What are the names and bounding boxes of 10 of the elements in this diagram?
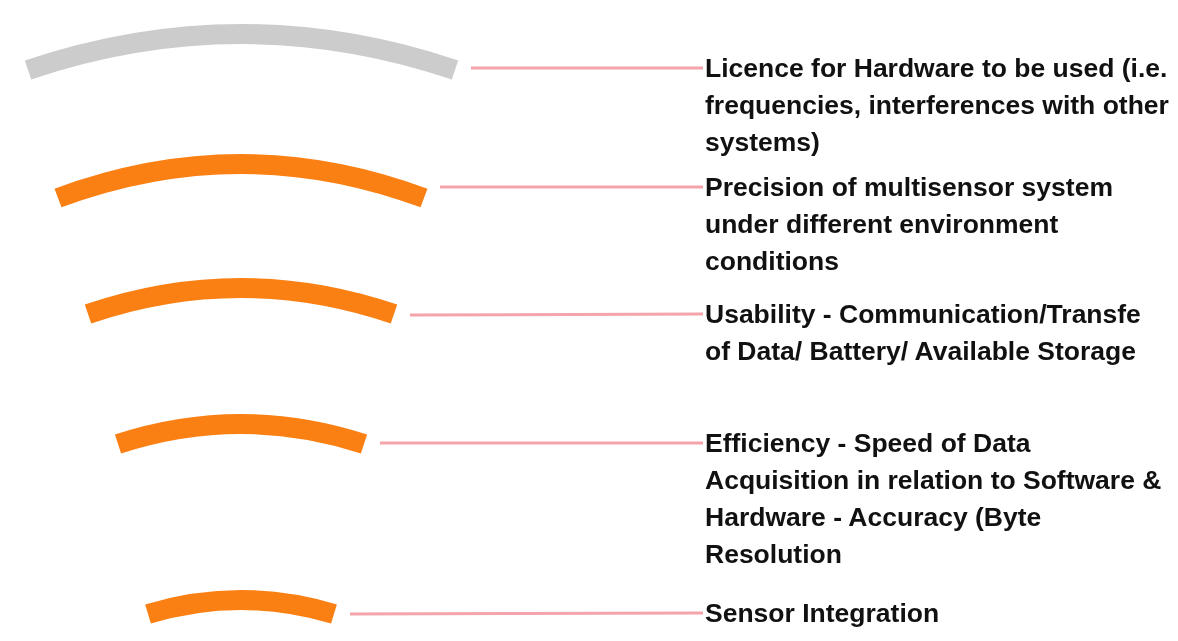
connector-line bbox=[380, 441, 703, 445]
description-text: Licence for Hardware to be used (i.e. frequencies, interferences with other systems) bbox=[705, 50, 1170, 161]
connector-line bbox=[440, 185, 703, 189]
description-text: Sensor Integration bbox=[705, 595, 1170, 632]
connector-line bbox=[350, 611, 703, 616]
description-text: Usability - Communication/Transfe of Data/ Battery/ Available Storage bbox=[705, 296, 1170, 370]
description-text: Precision of multisensor system under different environment conditions bbox=[705, 169, 1170, 280]
connector-line bbox=[410, 312, 703, 317]
description-text: Efficiency - Speed of Data Acquisition in relation to Software & Hardware - Accuracy (Byte Resolution bbox=[705, 425, 1170, 573]
connector-line bbox=[471, 66, 703, 70]
